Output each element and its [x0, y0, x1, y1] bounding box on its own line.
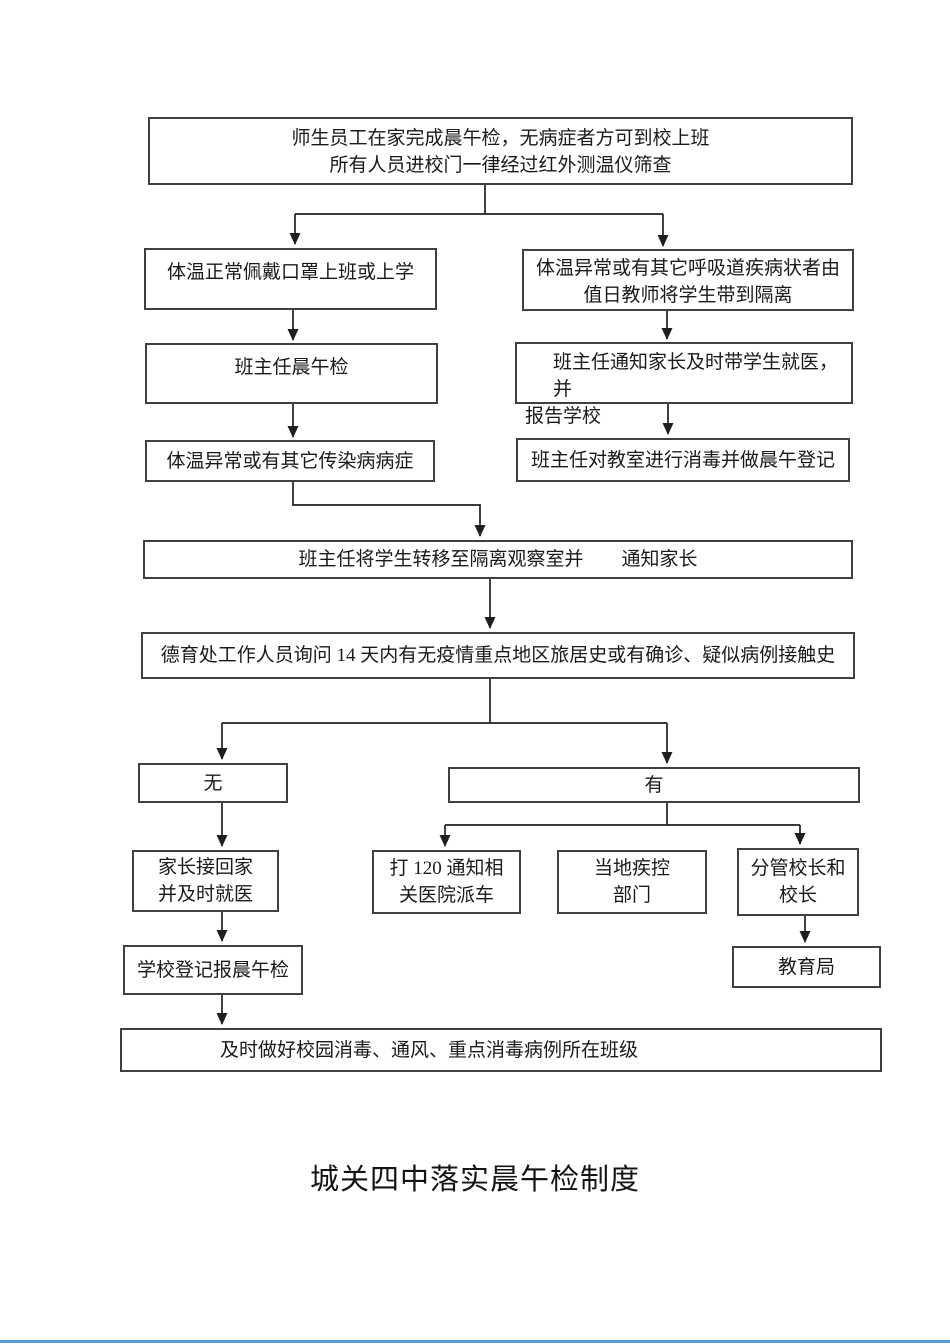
node-abnormal-temp-line2: 值日教师将学生带到隔离: [583, 285, 793, 306]
node-call-120-line1: 打 120 通知相: [389, 858, 504, 879]
node-transfer-isolation: 班主任将学生转移至隔离观察室并 通知家长: [143, 540, 853, 579]
node-branch-yes: 有: [448, 767, 860, 803]
node-notify-parents-line2: 报告学校: [525, 406, 602, 427]
node-local-cdc-line2: 部门: [612, 885, 651, 906]
node-home-check-line2: 所有人员进校门一律经过红外测温仪筛查: [329, 155, 672, 176]
node-education-bureau: 教育局: [732, 946, 881, 988]
node-branch-no-label: 无: [203, 772, 223, 794]
node-branch-no: 无: [138, 763, 288, 803]
node-campus-disinfection-label: 及时做好校园消毒、通风、重点消毒病例所在班级: [219, 1039, 638, 1061]
diagram-title: 城关四中落实晨午检制度: [309, 1164, 640, 1196]
page-bottom-rule: [0, 1340, 950, 1343]
node-local-cdc: 当地疾控 部门: [557, 850, 707, 914]
node-infectious-symptoms-label: 体温异常或有其它传染病病症: [166, 450, 414, 472]
node-principal-line2: 校长: [778, 885, 817, 906]
node-abnormal-temp-line1: 体温异常或有其它呼吸道疾病状者由: [535, 258, 840, 279]
node-school-register: 学校登记报晨午检: [123, 945, 303, 995]
node-disinfect-classroom: 班主任对教室进行消毒并做晨午登记: [516, 438, 850, 482]
node-principal-line1: 分管校长和: [750, 858, 846, 879]
node-notify-parents-line1: 班主任通知家长及时带学生就医，并: [553, 352, 839, 400]
node-parents-pickup-line2: 并及时就医: [157, 884, 253, 905]
node-branch-yes-label: 有: [644, 774, 664, 796]
node-transfer-isolation-label: 班主任将学生转移至隔离观察室并 通知家长: [298, 549, 698, 570]
node-school-register-label: 学校登记报晨午检: [136, 959, 289, 981]
node-home-check-line1: 师生员工在家完成晨午检，无病症者方可到校上班: [291, 128, 710, 149]
node-campus-disinfection: 及时做好校园消毒、通风、重点消毒病例所在班级: [120, 1028, 882, 1072]
node-disinfect-classroom-label: 班主任对教室进行消毒并做晨午登记: [530, 449, 835, 471]
node-infectious-symptoms: 体温异常或有其它传染病病症: [145, 440, 435, 482]
node-call-120-line2: 关医院派车: [398, 885, 494, 906]
node-home-check: 师生员工在家完成晨午检，无病症者方可到校上班 所有人员进校门一律经过红外测温仪筛…: [148, 117, 853, 185]
node-history-inquiry: 德育处工作人员询问 14 天内有无疫情重点地区旅居史或有确诊、疑似病例接触史: [141, 632, 855, 679]
node-teacher-morning-check: 班主任晨午检: [145, 343, 438, 404]
node-local-cdc-line1: 当地疾控: [593, 858, 670, 879]
node-history-inquiry-label: 德育处工作人员询问 14 天内有无疫情重点地区旅居史或有确诊、疑似病例接触史: [160, 645, 836, 666]
node-teacher-morning-check-label: 班主任晨午检: [234, 357, 349, 378]
node-call-120: 打 120 通知相 关医院派车: [372, 850, 521, 914]
node-abnormal-temp: 体温异常或有其它呼吸道疾病状者由 值日教师将学生带到隔离: [522, 249, 854, 311]
node-parents-pickup-line1: 家长接回家: [157, 857, 253, 878]
node-parents-pickup: 家长接回家 并及时就医: [132, 850, 279, 912]
node-education-bureau-label: 教育局: [777, 956, 835, 978]
node-normal-temp-label: 体温正常佩戴口罩上班或上学: [166, 262, 414, 283]
node-notify-parents: 班主任通知家长及时带学生就医，并 报告学校: [515, 342, 853, 427]
node-normal-temp: 体温正常佩戴口罩上班或上学: [144, 248, 437, 310]
node-principal: 分管校长和 校长: [737, 848, 859, 916]
